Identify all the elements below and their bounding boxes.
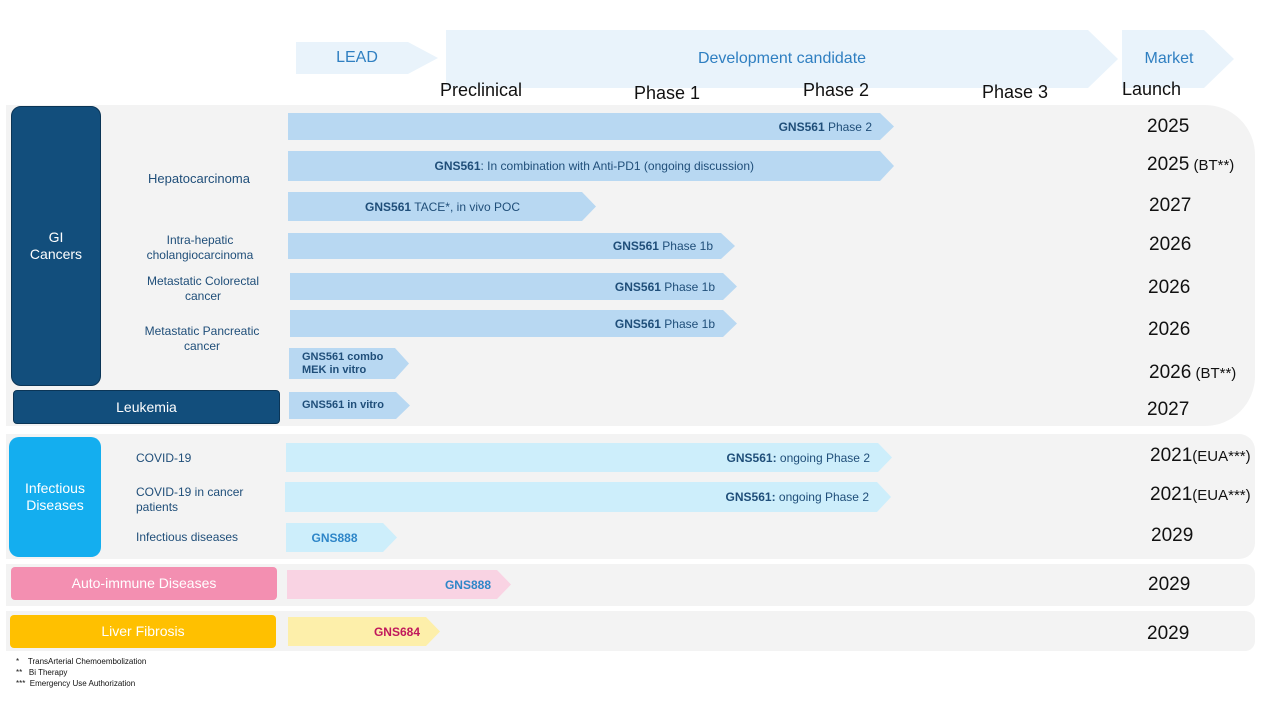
program-bar: GNS561: In combination with Anti-PD1 (on… — [288, 151, 894, 181]
launch-year: 2025 — [1147, 116, 1189, 138]
indication-covid-cancer: COVID-19 in cancer patients — [136, 485, 244, 514]
lead-stage-arrow: LEAD — [296, 42, 438, 74]
program-bar: GNS561 Phase 1b — [290, 273, 737, 300]
launch-year: 2026 (BT**) — [1149, 362, 1236, 384]
launch-note: (EUA***) — [1192, 487, 1251, 504]
program-stage: TACE*, in vivo POC — [411, 199, 520, 214]
footnotes: * TransArterial Chemoembolization ** Bi … — [16, 656, 146, 689]
program-bar: GNS561: ongoing Phase 2 — [286, 443, 892, 472]
program-bar: GNS888 — [287, 570, 511, 599]
lead-label: LEAD — [336, 49, 378, 66]
launch-note: (BT**) — [1189, 157, 1235, 174]
launch-year: 2026 — [1148, 319, 1190, 341]
program-bar: GNS561 in vitro — [289, 392, 410, 419]
footnote: ** Bi Therapy — [16, 668, 68, 677]
market-label: Market — [1144, 50, 1194, 67]
phase-1: Phase 1 — [634, 83, 701, 103]
phase-3: Phase 3 — [982, 82, 1049, 102]
program-name: GNS684 — [373, 624, 420, 639]
launch-value: 2025 — [1147, 116, 1190, 137]
footnote: *** Emergency Use Authorization — [16, 679, 136, 688]
program-name: GNS561: — [726, 450, 777, 465]
program-bar: GNS561 Phase 1b — [288, 233, 735, 259]
program-bar: GNS888 — [286, 523, 397, 552]
launch-value: 2021 — [1150, 445, 1193, 466]
launch-value: 2025 — [1147, 154, 1190, 175]
program-name: GNS561 — [778, 119, 825, 134]
launch-year: 2029 — [1148, 574, 1190, 596]
indication-pancreatic: Metastatic Pancreatic cancer — [144, 324, 260, 353]
category-liver-label: Liver Fibrosis — [101, 623, 185, 639]
program-name: GNS888 — [444, 577, 491, 592]
program-name: GNS561 — [434, 159, 481, 173]
launch-year: 2026 — [1149, 234, 1191, 256]
program-name: GNS561 — [614, 279, 661, 294]
launch-year: 2029 — [1151, 525, 1193, 547]
launch-note: (EUA***) — [1192, 448, 1251, 465]
indication-hepatocarcinoma: Hepatocarcinoma — [148, 171, 250, 186]
program-bar: GNS561 TACE*, in vivo POC — [288, 192, 596, 221]
phase-launch: Launch — [1122, 79, 1182, 99]
phase-preclinical: Preclinical — [440, 80, 523, 100]
launch-year: 2027 — [1149, 195, 1191, 217]
program-name: GNS561 in vitro — [302, 399, 384, 411]
category-gi-cancers: GI Cancers — [11, 106, 101, 386]
program-name: GNS561 — [365, 199, 412, 214]
indication-infectious-diseases: Infectious diseases — [136, 530, 239, 544]
development-stage-arrow: Development candidate — [446, 30, 1118, 88]
launch-year: 2027 — [1147, 399, 1189, 421]
launch-value: 2027 — [1149, 195, 1192, 216]
phase-2: Phase 2 — [803, 80, 870, 100]
program-name: GNS561 — [612, 239, 659, 253]
launch-year: 2021(EUA***) — [1150, 445, 1251, 467]
program-name: GNS561 — [614, 316, 661, 331]
category-infectious-diseases: Infectious Diseases — [9, 437, 101, 557]
launch-value: 2026 — [1148, 277, 1191, 298]
footnote: * TransArterial Chemoembolization — [16, 657, 147, 666]
launch-value: 2021 — [1150, 484, 1193, 505]
indication-covid: COVID-19 — [136, 451, 192, 465]
category-gi-label: GI Cancers — [29, 229, 83, 262]
program-bar: GNS561: ongoing Phase 2 — [285, 482, 891, 512]
indication-colorectal: Metastatic Colorectal cancer — [146, 274, 260, 303]
launch-year: 2026 — [1148, 277, 1190, 299]
program-stage: Phase 1b — [660, 279, 715, 294]
launch-value: 2029 — [1147, 623, 1190, 644]
development-label: Development candidate — [697, 50, 867, 67]
launch-value: 2029 — [1151, 525, 1194, 546]
launch-value: 2026 — [1148, 319, 1191, 340]
program-name: GNS561 combo MEK in vitro — [302, 350, 384, 376]
program-name: GNS561: — [725, 490, 776, 504]
launch-year: 2029 — [1147, 623, 1189, 645]
indication-intrahepatic: Intra-hepatic cholangiocarcinoma — [146, 233, 254, 262]
category-liver-fibrosis: Liver Fibrosis — [10, 615, 276, 648]
program-bar: GNS561 combo MEK in vitro — [289, 348, 409, 379]
program-stage: ongoing Phase 2 — [776, 450, 870, 465]
program-name: GNS888 — [311, 530, 358, 545]
launch-value: 2026 — [1149, 362, 1192, 383]
launch-value: 2029 — [1148, 574, 1191, 595]
category-infectious-label: Infectious Diseases — [25, 480, 85, 513]
program-bar: GNS561 Phase 1b — [290, 310, 737, 337]
launch-year: 2025 (BT**) — [1147, 154, 1234, 176]
category-leukemia: Leukemia — [13, 390, 280, 424]
launch-year: 2021(EUA***) — [1150, 484, 1251, 506]
program-stage: Phase 1b — [658, 239, 713, 253]
category-autoimmune: Auto-immune Diseases — [11, 567, 277, 600]
category-leukemia-label: Leukemia — [116, 398, 177, 415]
program-stage: : In combination with Anti-PD1 (ongoing … — [480, 159, 754, 173]
category-autoimmune-label: Auto-immune Diseases — [71, 575, 217, 591]
program-stage: Phase 2 — [824, 119, 872, 134]
program-bar: GNS561 Phase 2 — [288, 113, 894, 140]
launch-note: (BT**) — [1191, 365, 1237, 382]
launch-value: 2027 — [1147, 399, 1190, 420]
program-stage: ongoing Phase 2 — [775, 490, 869, 504]
program-bar: GNS684 — [288, 617, 440, 646]
program-stage: Phase 1b — [660, 316, 715, 331]
launch-value: 2026 — [1149, 234, 1192, 255]
